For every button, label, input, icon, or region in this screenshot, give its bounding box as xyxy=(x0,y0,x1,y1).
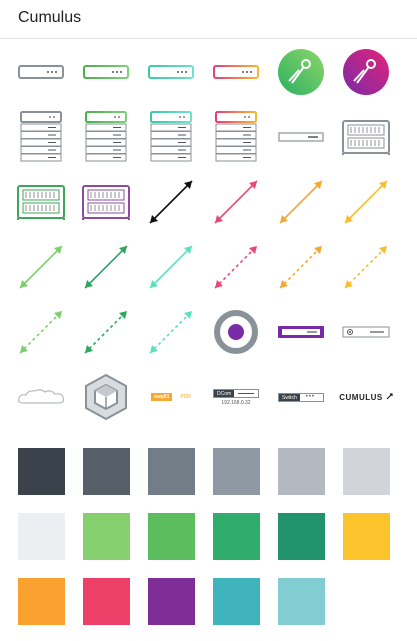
panel-title: Cumulus xyxy=(18,9,82,26)
switch-device[interactable]: Switch ••• xyxy=(269,365,333,429)
link-orange-dashed-icon[interactable] xyxy=(269,235,333,299)
port-tag-left: swp01 xyxy=(151,393,173,401)
color-swatch[interactable] xyxy=(213,578,260,625)
port-tag-right: PDR xyxy=(180,394,191,400)
port-tag[interactable]: swp01 PDR xyxy=(139,365,203,429)
link-light-green-dashed-icon[interactable] xyxy=(9,300,73,364)
link-black-icon[interactable] xyxy=(139,170,203,234)
color-swatch[interactable] xyxy=(83,578,130,625)
dcom-label: DCom xyxy=(214,389,235,397)
device-outline-icon[interactable] xyxy=(334,300,398,364)
switch-1u-gray-icon[interactable] xyxy=(9,40,73,104)
color-swatch[interactable] xyxy=(148,448,195,495)
link-aqua-dashed-icon[interactable] xyxy=(139,300,203,364)
rocket-logo-icon xyxy=(386,393,393,400)
switch-1u-teal-icon[interactable] xyxy=(139,40,203,104)
link-pink-dashed-icon[interactable] xyxy=(204,235,268,299)
chassis-green-icon[interactable] xyxy=(9,170,73,234)
switch-1u-green-icon[interactable] xyxy=(74,40,138,104)
switch-label: Switch xyxy=(279,393,300,401)
color-swatch[interactable] xyxy=(343,448,390,495)
launch-gradient-purple-icon[interactable] xyxy=(334,40,398,104)
color-swatch[interactable] xyxy=(278,513,325,560)
switch-dots: ••• xyxy=(305,394,316,400)
link-green-dashed-icon[interactable] xyxy=(74,300,138,364)
link-orange-icon[interactable] xyxy=(269,170,333,234)
color-swatch[interactable] xyxy=(343,513,390,560)
server-stack-gradient-icon[interactable] xyxy=(204,105,268,169)
dcom-ip: 192.168.0.32 xyxy=(221,399,251,406)
color-swatch[interactable] xyxy=(18,578,65,625)
link-green-icon[interactable] xyxy=(74,235,138,299)
link-yellow-dashed-icon[interactable] xyxy=(334,235,398,299)
target-ring-icon[interactable] xyxy=(204,300,268,364)
server-stack-teal-icon[interactable] xyxy=(139,105,203,169)
cumulus-logo[interactable]: CUMULUS xyxy=(334,365,398,429)
color-swatch[interactable] xyxy=(18,448,65,495)
link-yellow-icon[interactable] xyxy=(334,170,398,234)
link-aqua-icon[interactable] xyxy=(139,235,203,299)
cumulus-logo-text: CUMULUS xyxy=(339,392,383,402)
switch-1u-gradient-icon[interactable] xyxy=(204,40,268,104)
color-swatch[interactable] xyxy=(83,513,130,560)
color-swatch[interactable] xyxy=(213,448,260,495)
link-pink-icon[interactable] xyxy=(204,170,268,234)
color-swatch[interactable] xyxy=(278,578,325,625)
chassis-purple-icon[interactable] xyxy=(74,170,138,234)
color-swatch[interactable] xyxy=(278,448,325,495)
color-swatch[interactable] xyxy=(213,513,260,560)
app-header: Cumulus xyxy=(0,0,417,39)
launch-gradient-green-icon[interactable] xyxy=(269,40,333,104)
dcom-port-line xyxy=(238,392,254,394)
chassis-gray-icon[interactable] xyxy=(334,105,398,169)
device-purple-icon[interactable] xyxy=(269,300,333,364)
cube-icon[interactable] xyxy=(74,365,138,429)
link-light-green-icon[interactable] xyxy=(9,235,73,299)
server-stack-gray-icon[interactable] xyxy=(9,105,73,169)
color-swatch[interactable] xyxy=(83,448,130,495)
server-stack-green-icon[interactable] xyxy=(74,105,138,169)
color-swatch[interactable] xyxy=(148,578,195,625)
color-swatch[interactable] xyxy=(18,513,65,560)
flat-device-gray-icon[interactable] xyxy=(269,105,333,169)
color-swatch[interactable] xyxy=(148,513,195,560)
cloud-icon[interactable] xyxy=(9,365,73,429)
dcom-device[interactable]: DCom 192.168.0.32 xyxy=(204,365,268,429)
